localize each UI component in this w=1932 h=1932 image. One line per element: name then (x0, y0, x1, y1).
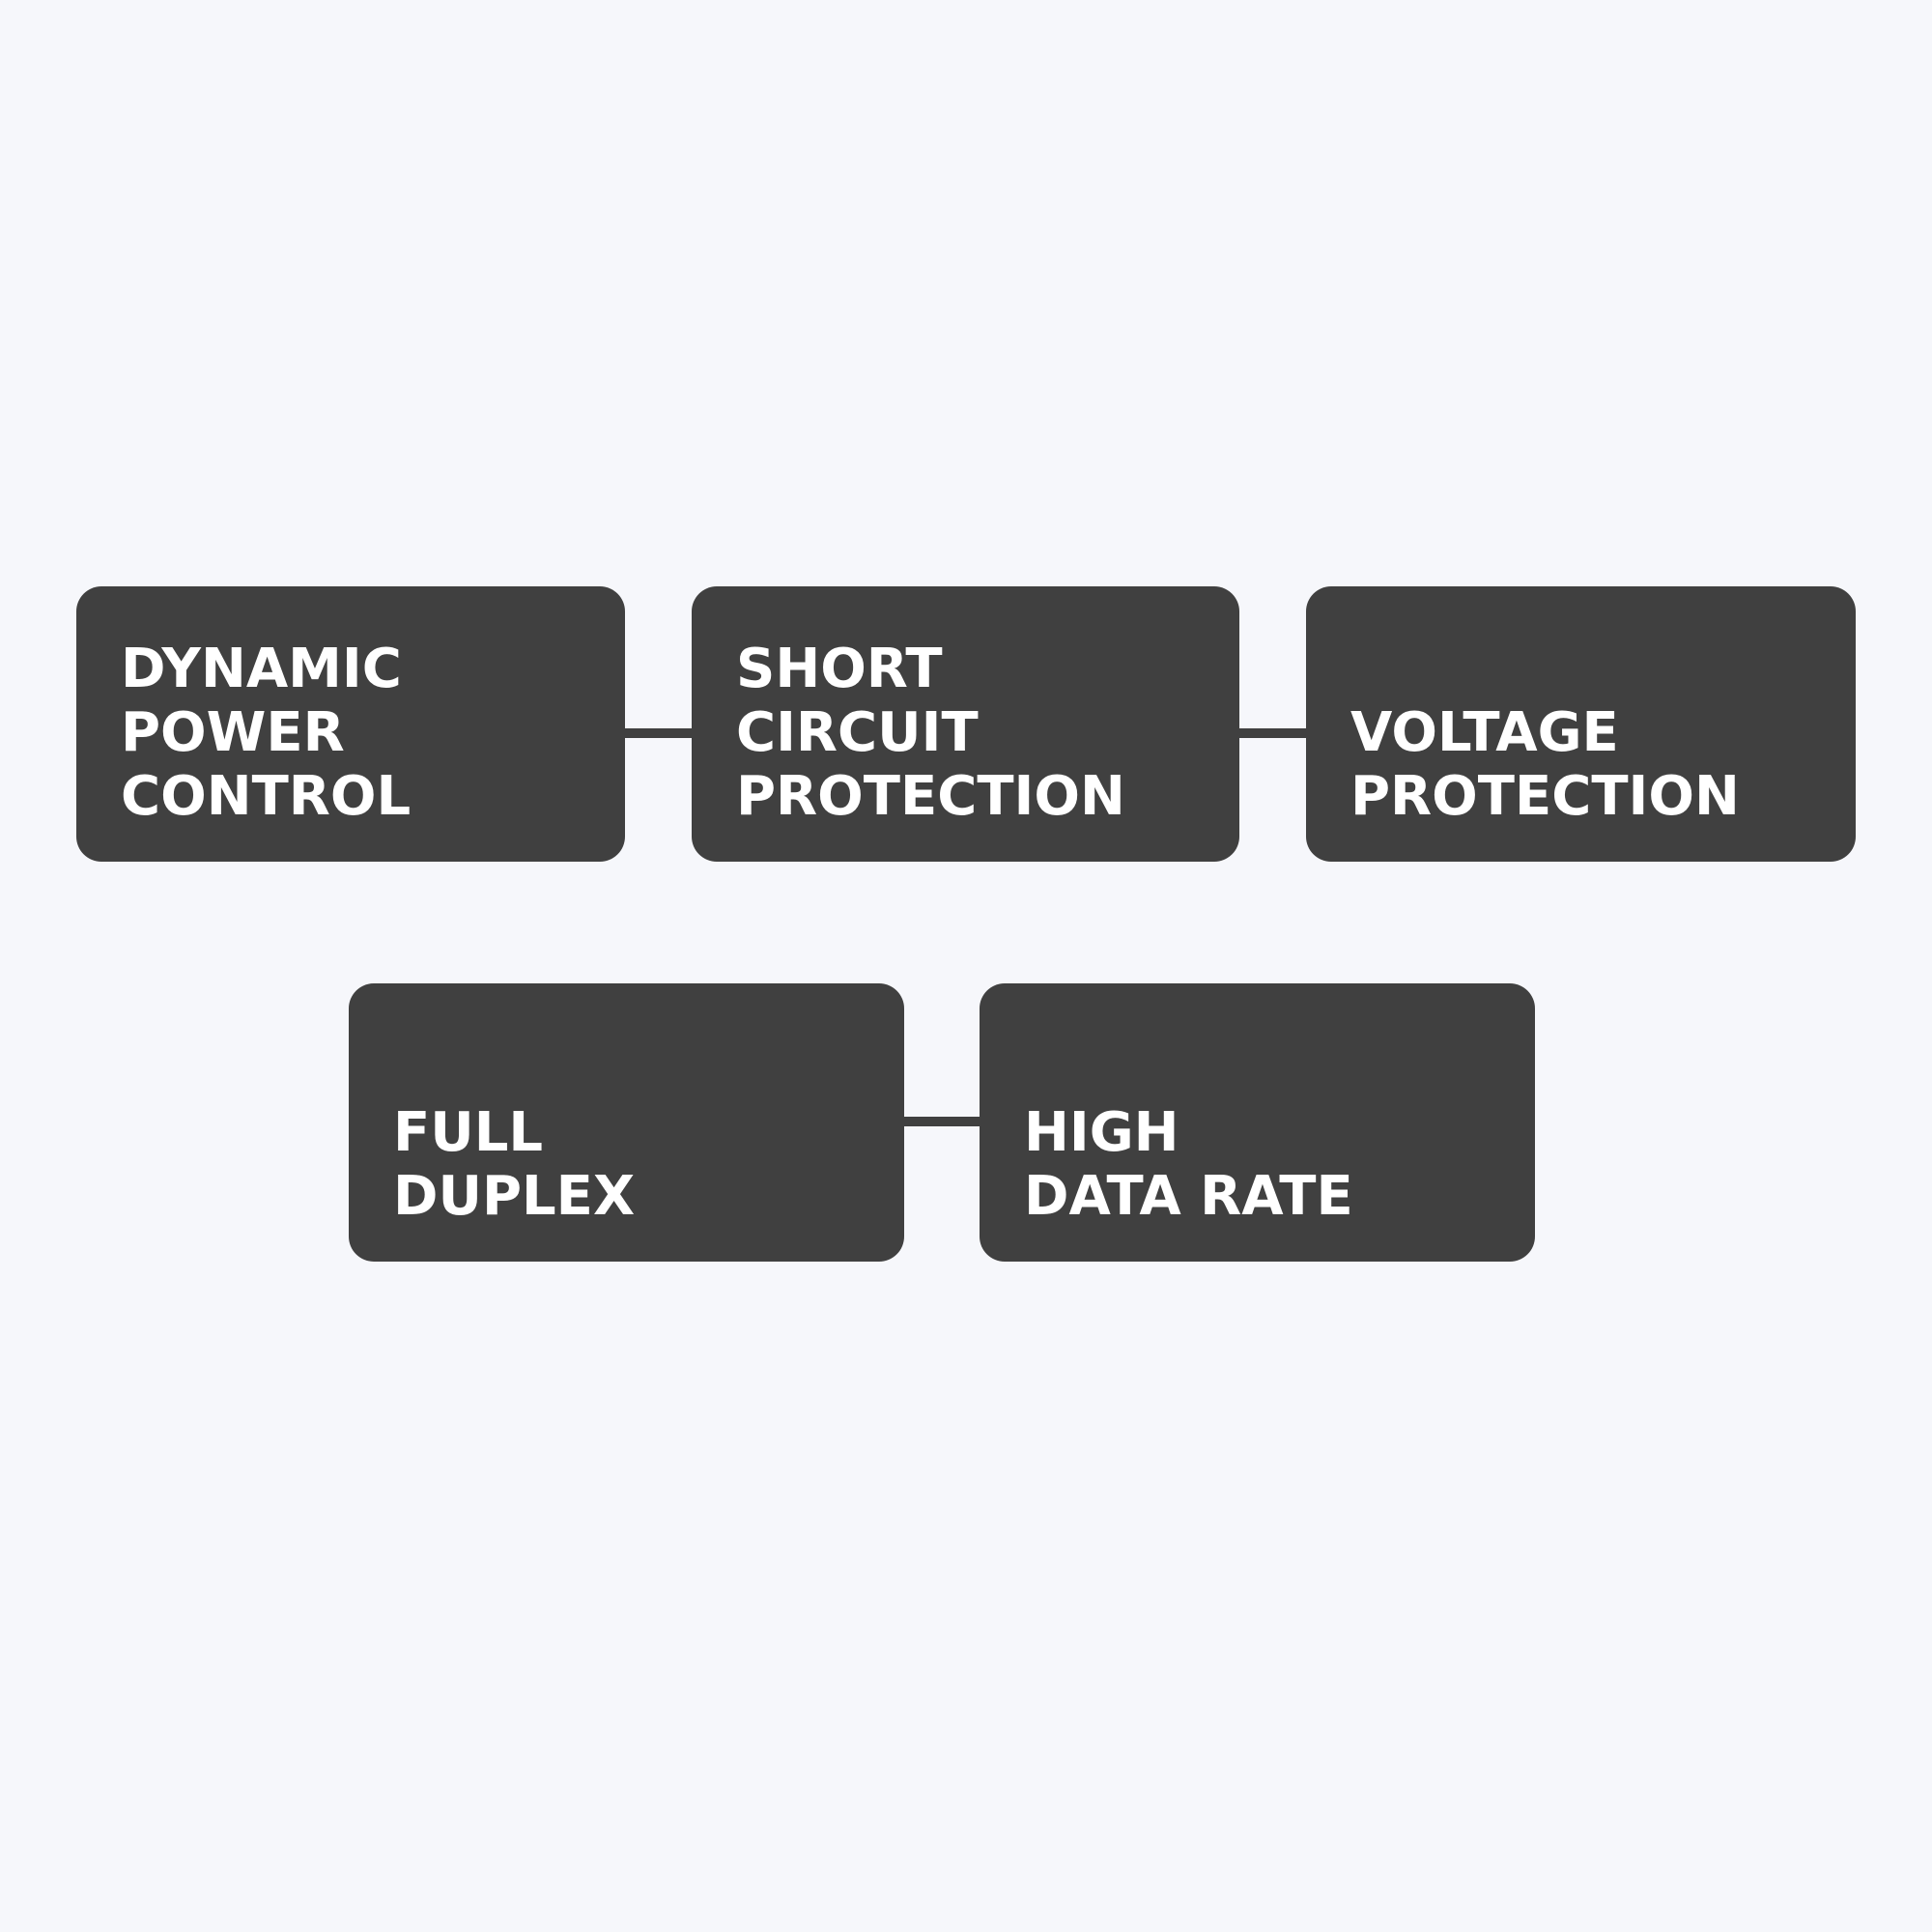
node-high-data-rate: HIGH DATA RATE (980, 983, 1535, 1262)
node-label-line: PROTECTION (1350, 765, 1740, 828)
node-label-line: VOLTAGE (1350, 701, 1619, 764)
node-label-line: FULL (393, 1101, 544, 1164)
node-label-line: HIGH (1024, 1101, 1179, 1164)
node-label-line: CONTROL (121, 765, 412, 828)
connector-duplex-to-datarate (898, 1117, 985, 1126)
connector-dynamic-to-short (618, 728, 699, 738)
node-label-line: CIRCUIT (736, 701, 979, 764)
node-voltage-protection: VOLTAGE PROTECTION (1306, 586, 1856, 862)
node-dynamic-power-control: DYNAMIC POWER CONTROL (76, 586, 625, 862)
node-full-duplex: FULL DUPLEX (349, 983, 904, 1262)
node-label-line: DATA RATE (1024, 1165, 1353, 1228)
connector-short-to-voltage (1233, 728, 1314, 738)
node-label-line: PROTECTION (736, 765, 1125, 828)
node-label-line: DUPLEX (393, 1165, 636, 1228)
node-label-line: DYNAMIC (121, 638, 402, 700)
node-label-line: SHORT (736, 638, 943, 700)
node-label-line: POWER (121, 701, 345, 764)
node-short-circuit-protection: SHORT CIRCUIT PROTECTION (692, 586, 1239, 862)
